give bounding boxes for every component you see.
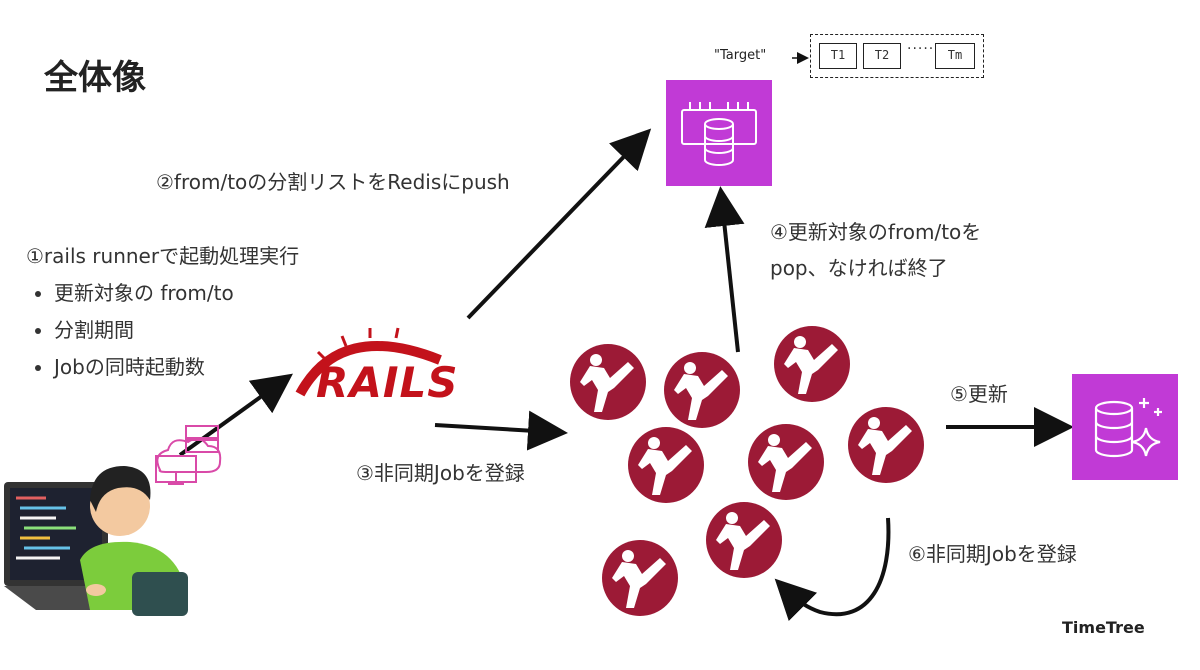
sidekiq-worker-icon (628, 427, 704, 503)
brand-logo: TimeTree (1062, 618, 1145, 637)
sidekiq-worker-icon (602, 540, 678, 616)
redis-icon (666, 80, 772, 186)
sidekiq-worker-icon (664, 352, 740, 428)
arrow-rails-to-redis (466, 128, 652, 320)
arrow-user-to-rails (178, 373, 293, 457)
developer-illustration (4, 466, 188, 616)
step1-block: ①rails runnerで起動処理実行 更新対象の from/to 分割期間 … (26, 240, 299, 388)
sidekiq-worker-icon (848, 407, 924, 483)
target-cell: T2 (863, 43, 901, 69)
step6-label: ⑥非同期Jobを登録 (908, 542, 1077, 566)
rails-logo-text: RAILS (316, 358, 459, 407)
sidekiq-worker-icon (570, 344, 646, 420)
rails-logo-arc (295, 327, 442, 397)
sidekiq-worker-icon (748, 424, 824, 500)
step2-label: ②from/toの分割リストをRedisにpush (156, 170, 510, 194)
sidekiq-worker-icon (706, 502, 782, 578)
cloud-server-icon (155, 425, 222, 485)
database-sparkle-icon (1072, 374, 1178, 480)
list-item: Jobの同時起動数 (54, 351, 299, 380)
step4-label-line1: ④更新対象のfrom/toを (770, 220, 982, 244)
target-ellipsis: ····· (907, 41, 935, 57)
list-item: 分割期間 (54, 314, 299, 343)
arrow-requeue (774, 517, 891, 622)
arrow-rails-to-workers (434, 410, 568, 451)
step3-label: ③非同期Jobを登録 (356, 461, 525, 485)
target-cell: Tm (935, 43, 975, 69)
list-item: 更新対象の from/to (54, 277, 299, 306)
step1-list: 更新対象の from/to 分割期間 Jobの同時起動数 (26, 277, 299, 380)
target-label: "Target" (714, 48, 767, 63)
redis-target-list: T1 T2 ····· Tm (810, 34, 984, 78)
step1-heading: ①rails runnerで起動処理実行 (26, 244, 300, 268)
sidekiq-worker-icon (774, 326, 850, 402)
step5-label: ⑤更新 (950, 382, 1008, 406)
step4-label-line2: pop、なければ終了 (770, 256, 948, 280)
page-title: 全体像 (44, 58, 146, 98)
target-cell: T1 (819, 43, 857, 69)
arrow-workers-to-redis (704, 186, 745, 353)
